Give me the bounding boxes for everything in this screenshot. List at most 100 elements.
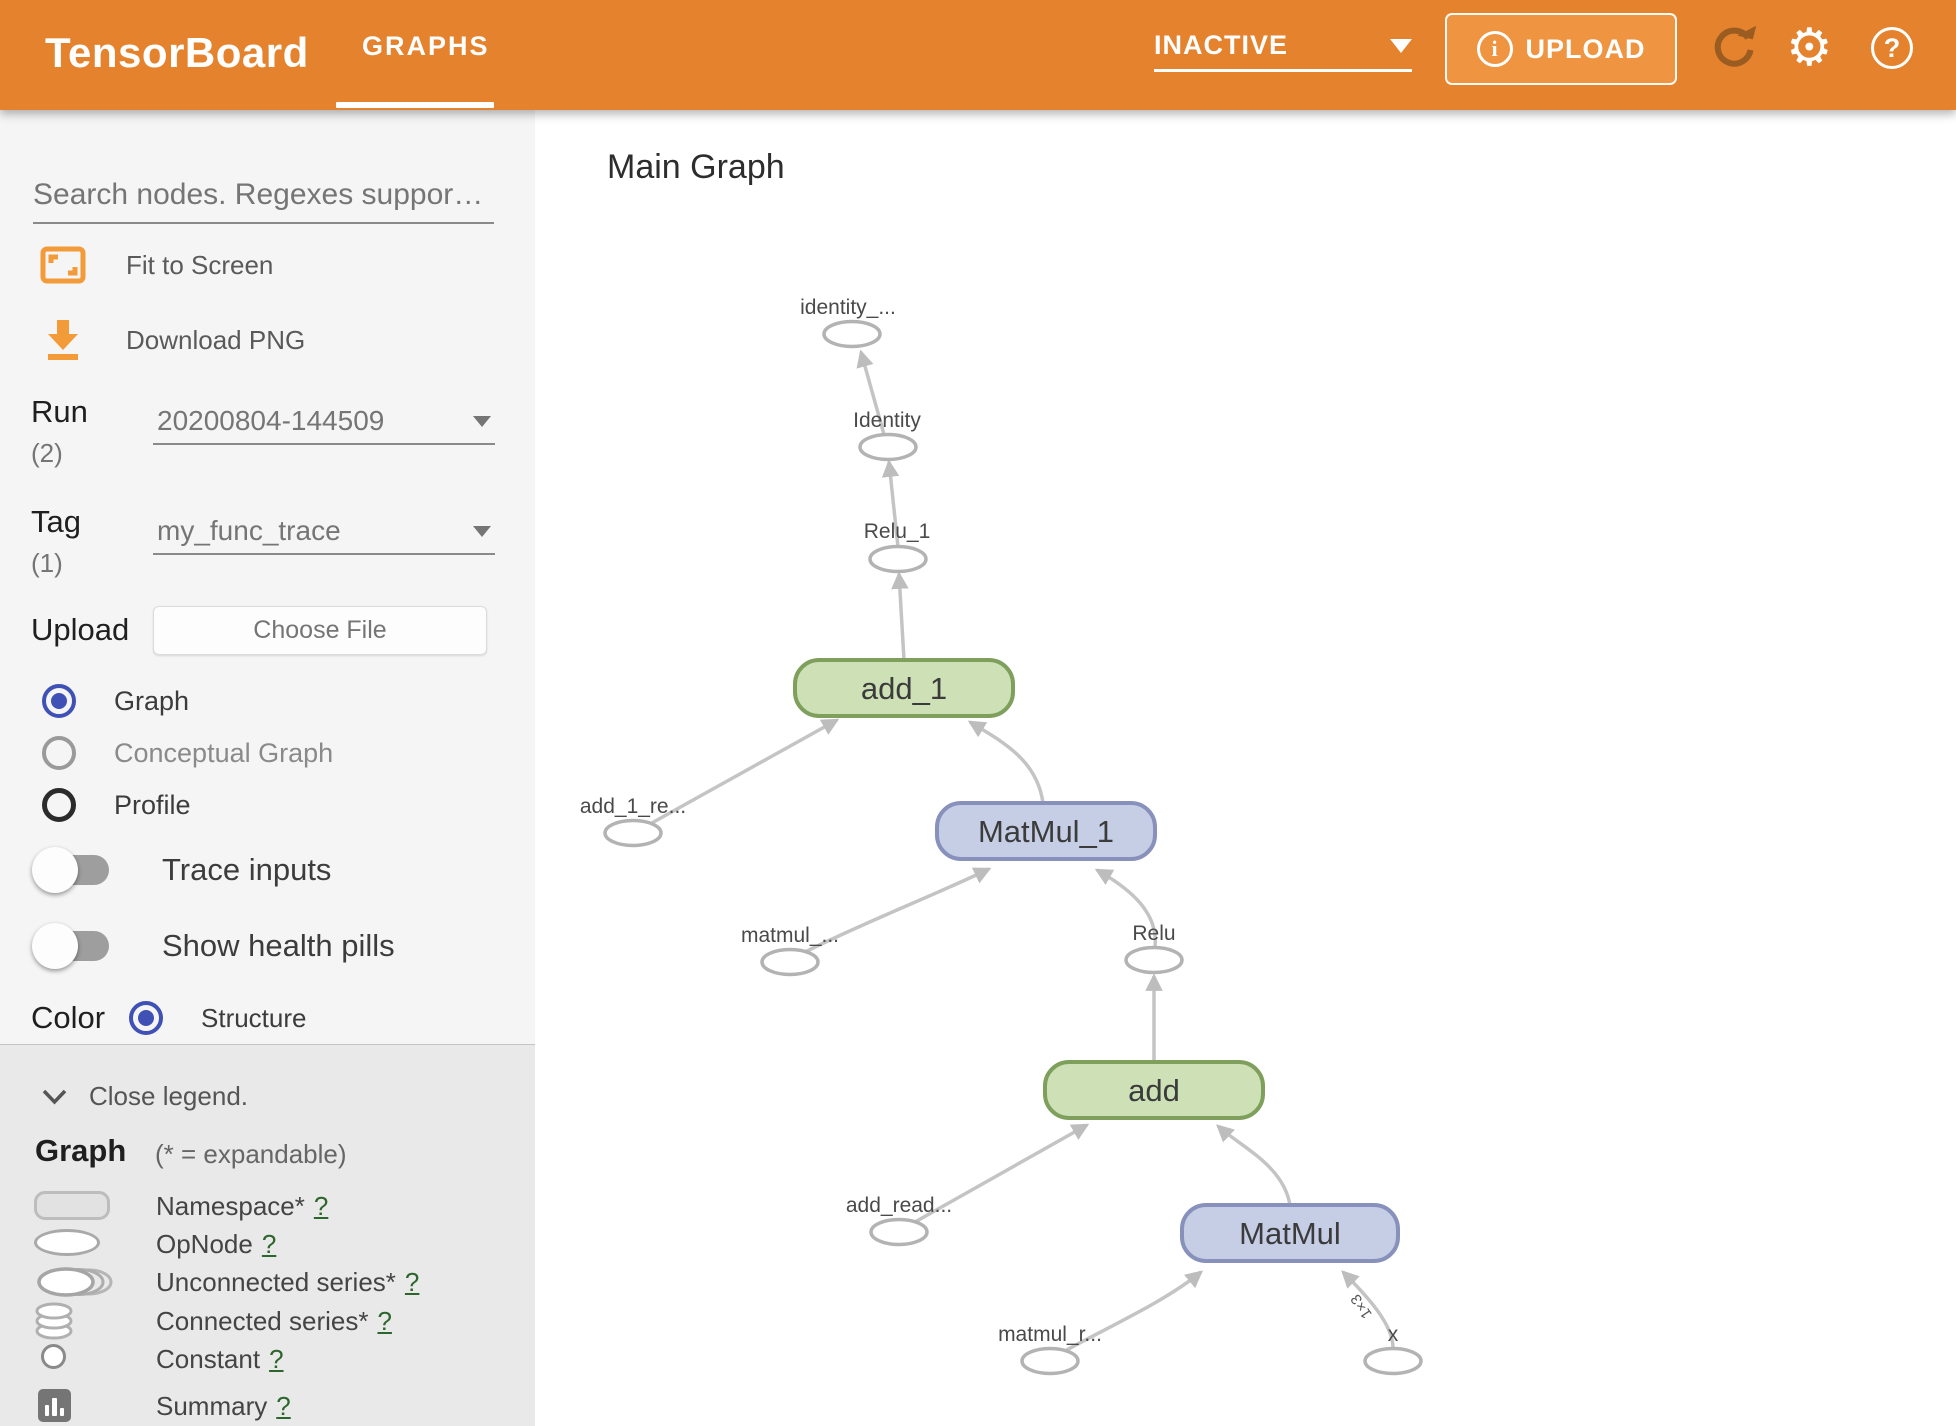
trace-inputs-toggle[interactable]: Trace inputs <box>32 847 332 893</box>
radio-conceptual-graph-label: Conceptual Graph <box>114 737 334 768</box>
help-link[interactable]: ? <box>404 1267 420 1297</box>
run-dropdown[interactable]: 20200804-144509 <box>153 399 495 445</box>
edge-relu-to-matmul-1 <box>1094 868 1157 948</box>
node-matmul-1-box-label: MatMul_1 <box>978 814 1114 849</box>
legend-panel: Close legend. Graph (* = expandable) Nam… <box>0 1044 535 1426</box>
reload-icon[interactable] <box>1712 25 1757 79</box>
color-label: Color <box>31 1000 106 1035</box>
trace-inputs-label: Trace inputs <box>162 852 332 887</box>
download-png-button[interactable]: Download PNG <box>40 318 305 362</box>
tab-active-indicator <box>336 102 494 108</box>
edge-add-read-to-add <box>914 1123 1090 1224</box>
node-add-1-box-label: add_1 <box>861 671 947 706</box>
info-icon: i <box>1476 31 1513 67</box>
help-link[interactable]: ? <box>276 1391 291 1421</box>
edge-identity-to-identity-out <box>856 349 887 439</box>
edge-matmul-1-to-add-1 <box>967 720 1045 804</box>
node-relu-ellipse[interactable] <box>1124 945 1184 975</box>
fit-to-screen-icon <box>40 246 86 284</box>
fit-to-screen-button[interactable]: Fit to Screen <box>40 246 273 284</box>
help-link[interactable]: ? <box>313 1191 329 1221</box>
legend-item-namespace: Namespace*? <box>156 1191 329 1221</box>
graph-canvas: Main Graph 1×3 <box>535 110 1956 1426</box>
show-health-pills-label: Show health pills <box>162 928 395 963</box>
node-relu-label: Relu <box>1132 922 1175 945</box>
node-add-1-read-ellipse[interactable] <box>603 818 663 848</box>
show-health-pills-toggle[interactable]: Show health pills <box>32 923 395 969</box>
radio-profile[interactable]: Profile <box>42 788 191 822</box>
radio-color-structure[interactable]: Structure <box>129 1001 307 1035</box>
node-matmul-1-box[interactable] <box>935 801 1157 861</box>
node-identity-out-ellipse[interactable] <box>822 319 882 349</box>
radio-graph-label: Graph <box>114 685 190 716</box>
node-matmul-1-read-label: matmul_... <box>741 924 839 947</box>
app-logo: TensorBoard <box>45 29 309 76</box>
radio-selected-icon <box>42 684 76 718</box>
node-matmul-box-label: MatMul <box>1239 1216 1341 1251</box>
edge-x-to-matmul <box>1341 1270 1395 1349</box>
node-identity-label: Identity <box>853 409 921 432</box>
close-legend-button[interactable]: Close legend. <box>42 1081 248 1112</box>
chevron-down-icon <box>473 525 491 537</box>
help-link[interactable]: ? <box>377 1306 392 1336</box>
run-label: Run <box>31 394 88 429</box>
legend-item-unconnected-series: Unconnected series*? <box>156 1267 420 1297</box>
toggle-off-icon <box>32 847 109 893</box>
edge-add-1-read-to-add-1 <box>649 718 840 826</box>
constant-shape-icon <box>41 1344 66 1369</box>
color-structure-label: Structure <box>201 1002 307 1033</box>
edge-add-1-to-relu-1 <box>891 571 909 661</box>
status-dropdown-value: INACTIVE <box>1154 30 1289 60</box>
node-add-box-label: add <box>1128 1073 1180 1108</box>
fit-to-screen-label: Fit to Screen <box>126 249 274 280</box>
node-relu-1-ellipse[interactable] <box>868 544 928 574</box>
graph-svg[interactable]: 1×3 identity_... Identity Relu_1 add_1_r… <box>535 110 1956 1426</box>
radio-conceptual-graph[interactable]: Conceptual Graph <box>42 736 333 770</box>
help-icon[interactable]: ? <box>1871 27 1913 69</box>
opnode-shape-icon <box>34 1229 100 1256</box>
toggle-off-icon <box>32 923 109 969</box>
settings-gear-icon[interactable]: ⚙ <box>1786 19 1833 77</box>
node-matmul-read-ellipse[interactable] <box>1020 1346 1080 1376</box>
node-identity-out-label: identity_... <box>800 296 896 319</box>
node-add-read-ellipse[interactable] <box>869 1217 929 1247</box>
chevron-down-icon <box>42 1089 67 1105</box>
tag-dropdown[interactable]: my_func_trace <box>153 509 495 555</box>
legend-item-constant: Constant? <box>156 1344 284 1374</box>
radio-graph[interactable]: Graph <box>42 684 189 718</box>
edge-shape-label: 1×3 <box>1347 1291 1375 1322</box>
help-link[interactable]: ? <box>269 1344 284 1374</box>
run-count: (2) <box>31 438 63 468</box>
choose-file-button[interactable]: Choose File <box>153 606 487 655</box>
radio-unselected-icon <box>42 788 76 822</box>
node-add-read-label: add_read... <box>846 1194 952 1217</box>
help-link[interactable]: ? <box>261 1229 277 1259</box>
tag-dropdown-value: my_func_trace <box>157 515 341 546</box>
unconnected-series-shape-icon <box>37 1267 113 1297</box>
search-input[interactable] <box>33 168 494 224</box>
legend-item-opnode: OpNode? <box>156 1229 277 1259</box>
edge-matmul-read-to-matmul <box>1064 1270 1204 1353</box>
upload-button[interactable]: i UPLOAD <box>1445 13 1677 85</box>
node-matmul-box[interactable] <box>1180 1203 1400 1263</box>
legend-heading: Graph <box>35 1133 127 1168</box>
radio-selected-icon <box>129 1001 163 1035</box>
legend-expandable-note: (* = expandable) <box>155 1139 347 1169</box>
node-add-1-read-label: add_1_re... <box>580 795 686 818</box>
node-identity-ellipse[interactable] <box>858 432 918 462</box>
radio-profile-label: Profile <box>114 789 191 820</box>
chevron-down-icon <box>473 415 491 427</box>
tab-graphs[interactable]: GRAPHS <box>362 31 490 61</box>
node-matmul-1-read-ellipse[interactable] <box>760 947 820 977</box>
node-add-1-box[interactable] <box>793 658 1015 718</box>
status-dropdown[interactable]: INACTIVE <box>1154 22 1412 72</box>
close-legend-label: Close legend. <box>89 1081 248 1111</box>
edge-matmul-to-add <box>1216 1124 1292 1206</box>
node-add-box[interactable] <box>1043 1060 1265 1120</box>
upload-label: Upload <box>31 612 130 647</box>
node-x-ellipse[interactable] <box>1363 1346 1423 1376</box>
tag-count: (1) <box>31 548 63 578</box>
run-dropdown-value: 20200804-144509 <box>157 405 385 436</box>
graph-edges <box>649 349 1395 1353</box>
